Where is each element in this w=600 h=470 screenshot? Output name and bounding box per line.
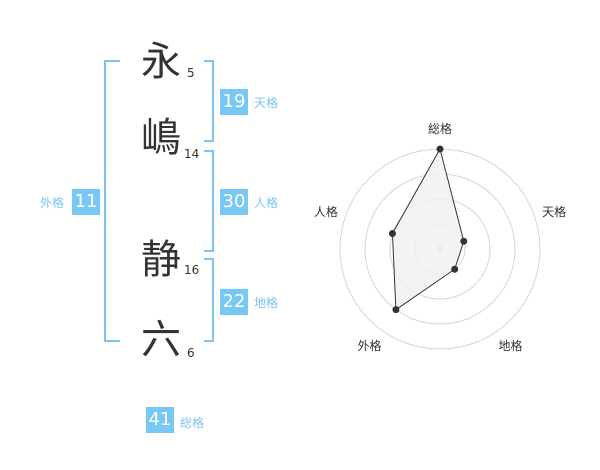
name-char-4: 六 <box>141 317 181 363</box>
stroke-count-3: 16 <box>184 263 200 277</box>
gaikaku-value: 11 <box>72 189 100 215</box>
stroke-count-1: 5 <box>187 66 195 80</box>
jinkaku-bracket <box>204 150 214 252</box>
gaikaku-bracket <box>104 60 120 342</box>
radar-series-polygon <box>391 147 465 311</box>
radar-polygon-layer <box>391 147 465 311</box>
jinkaku-label: 人格 <box>254 196 279 210</box>
name-char-3: 静 <box>141 237 181 283</box>
chikaku-bracket <box>204 258 214 342</box>
name-char-1: 永 <box>141 39 181 85</box>
jinkaku-value: 30 <box>220 189 248 215</box>
name-char-2: 嶋 <box>141 115 181 161</box>
radar-point-4 <box>392 306 400 314</box>
radar-point-1 <box>436 145 444 153</box>
radar-axis-label-5: 人格 <box>314 204 338 219</box>
tenkaku-bracket <box>204 60 214 142</box>
stroke-count-2: 14 <box>184 147 200 161</box>
radar-axis-label-3: 地格 <box>499 338 523 353</box>
stroke-count-4: 6 <box>187 346 195 360</box>
radar-point-5 <box>388 230 396 238</box>
radar-axis-label-1: 総格 <box>428 121 452 136</box>
gaikaku-label: 外格 <box>40 196 65 210</box>
chikaku-label: 地格 <box>254 296 279 310</box>
radar-point-3 <box>451 265 459 273</box>
radar-points <box>388 145 468 314</box>
radar-axis-label-2: 天格 <box>542 204 566 219</box>
chikaku-value: 22 <box>220 289 248 315</box>
radar-point-2 <box>460 237 468 245</box>
soukaku-value: 41 <box>146 407 174 433</box>
soukaku-label: 総格 <box>180 416 205 430</box>
radar-axis-label-4: 外格 <box>357 338 381 353</box>
tenkaku-value: 19 <box>220 89 248 115</box>
tenkaku-label: 天格 <box>254 96 279 110</box>
